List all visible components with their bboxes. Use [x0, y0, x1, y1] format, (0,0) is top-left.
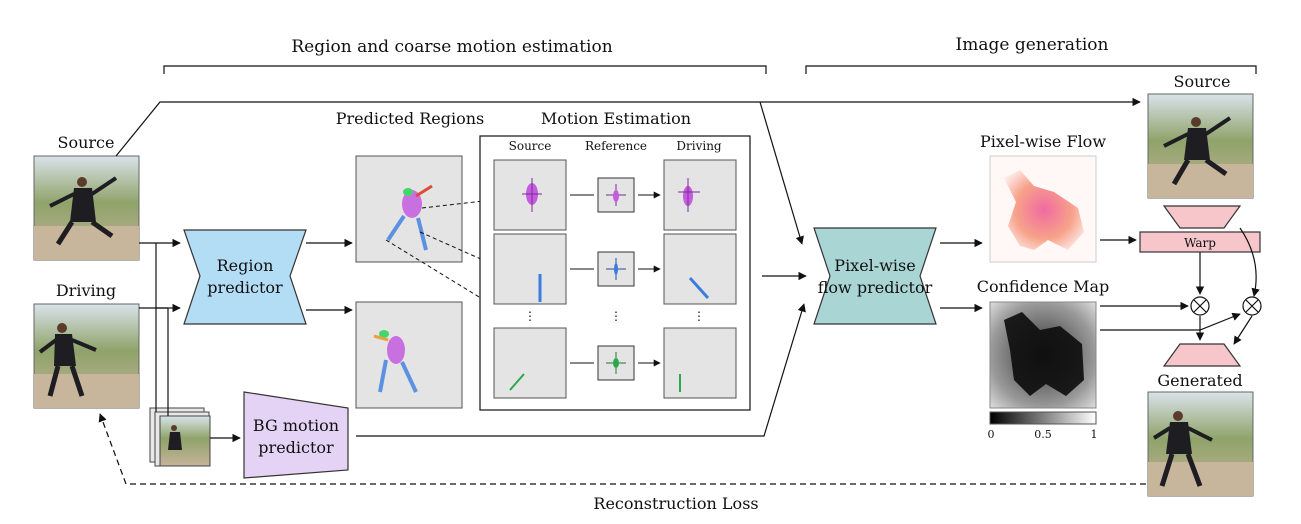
multiply-node-1: [1190, 296, 1210, 316]
motion-row-1: [493, 159, 737, 231]
colorbar-tick-0: 0: [988, 428, 995, 441]
bg-motion-predictor-label-1: BG motion: [253, 416, 339, 435]
bracket-image-generation: [805, 65, 1257, 74]
region-predictor-label-1: Region: [217, 256, 274, 275]
motion-ellipsis-driving: ⋮: [693, 309, 705, 323]
driving-input-label: Driving: [56, 281, 116, 300]
warp-label: Warp: [1184, 236, 1216, 250]
generated-image: [1147, 391, 1254, 497]
output-source-image: [1147, 93, 1254, 199]
arrow-source-to-flow: [759, 101, 804, 245]
region-predictor-block: Region predictor: [183, 229, 307, 325]
confidence-map-image: [989, 301, 1097, 409]
warp-block: Warp: [1139, 231, 1261, 253]
decoder-block: [1162, 343, 1242, 367]
source-input-label: Source: [58, 133, 115, 152]
motion-col-source: Source: [509, 139, 552, 153]
arrow-bg-to-flow: [356, 303, 806, 437]
source-input-image: [33, 155, 140, 261]
input-split-lines: [139, 242, 169, 416]
output-source-label: Source: [1174, 72, 1231, 91]
arrow-encoder-to-mult2: [1239, 227, 1260, 297]
pixel-flow-predictor-block: Pixel-wise flow predictor: [813, 227, 937, 325]
colorbar-tick-mid: 0.5: [1034, 428, 1052, 441]
bg-motion-predictor-label-2: predictor: [258, 438, 334, 457]
motion-row-2: [493, 233, 737, 305]
predicted-regions-driving: [355, 301, 463, 409]
pixel-flow-title: Pixel-wise Flow: [980, 132, 1106, 151]
predicted-regions-title: Predicted Regions: [336, 109, 484, 128]
bg-input-frames: [149, 407, 211, 467]
bg-motion-predictor-shape: [243, 391, 349, 479]
bg-motion-predictor-block: BG motion predictor: [243, 391, 349, 479]
multiply-node-2: [1242, 296, 1262, 316]
region-predictor-shape: [183, 229, 307, 325]
reconstruction-loss-label: Reconstruction Loss: [593, 494, 758, 513]
section-title-image-generation: Image generation: [956, 35, 1109, 55]
arrow-mult2-to-decoder: [1233, 315, 1253, 345]
generated-label: Generated: [1157, 371, 1242, 390]
reconstruction-loss-arrow: [98, 413, 1146, 485]
pixel-flow-image: [989, 155, 1097, 263]
encoder-block: [1162, 205, 1242, 229]
motion-col-reference: Reference: [585, 139, 647, 153]
predicted-regions-source: [355, 155, 463, 263]
pixel-flow-predictor-label-1: Pixel-wise: [834, 256, 915, 275]
section-title-region-motion: Region and coarse motion estimation: [291, 37, 612, 57]
motion-col-driving: Driving: [676, 139, 722, 153]
pixel-flow-predictor-shape: [813, 227, 937, 325]
arrow-source-to-output-source: [115, 97, 1141, 157]
confidence-map-title: Confidence Map: [977, 277, 1110, 296]
colorbar: 0 0.5 1: [988, 411, 1098, 441]
motion-row-3: [493, 327, 737, 399]
arrow-conf-to-mult2: [1100, 312, 1241, 331]
driving-input-image: [33, 303, 140, 409]
region-predictor-label-2: predictor: [207, 278, 283, 297]
motion-ellipsis-source: ⋮: [524, 309, 536, 323]
colorbar-tick-1: 1: [1091, 428, 1098, 441]
bracket-region-motion: [163, 65, 767, 74]
pixel-flow-predictor-label-2: flow predictor: [818, 278, 933, 297]
motion-estimation-title: Motion Estimation: [541, 109, 691, 128]
motion-ellipsis-reference: ⋮: [610, 309, 622, 323]
